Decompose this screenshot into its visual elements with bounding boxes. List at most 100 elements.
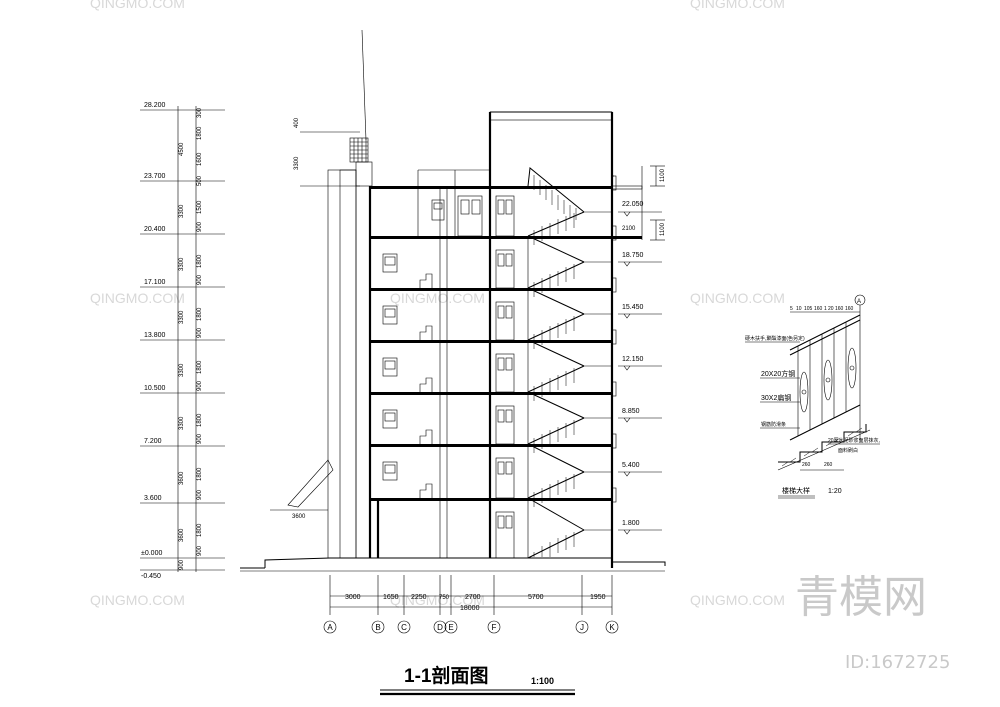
axis-label: C	[401, 623, 407, 632]
detail-note: 30X2扁钢	[761, 393, 791, 402]
detail-dim: 160	[845, 306, 854, 312]
detail-dim: 10	[796, 306, 802, 312]
dim-text: 4500	[179, 142, 185, 156]
dim-text: 900	[179, 559, 185, 570]
dim-text: 1600	[197, 152, 203, 166]
dim-text: 1950	[590, 594, 606, 601]
elevation-label: 28.200	[144, 102, 166, 109]
drawing-title: 1-1剖面图 1:100	[380, 664, 575, 696]
elevation-label: -0.450	[141, 573, 161, 580]
dim-text: 3300	[179, 204, 185, 218]
dim-text: 2700	[465, 594, 481, 601]
watermark-text: QINGMO.COM	[690, 592, 785, 608]
dim-text: 900	[197, 274, 203, 285]
dim-text: 750	[439, 595, 450, 601]
right-elevations: 1100 1100 2100 22.050 18.750 15.450 12.1…	[611, 165, 666, 535]
detail-note: 硬木扶手,聚酯漆面(色另定)	[745, 335, 805, 342]
elevation-label: 3.600	[144, 495, 162, 502]
elevation-label: 20.400	[144, 226, 166, 233]
axis-label: B	[375, 623, 380, 632]
dim-text: 3300	[179, 363, 185, 377]
dim-text: 500	[197, 175, 203, 186]
building-section: 3600 400 3300	[240, 29, 666, 634]
dim-text: 2250	[411, 594, 427, 601]
detail-note: 20厚水泥砂浆面层抹灰,	[828, 437, 880, 444]
detail-dim: 160	[835, 306, 844, 312]
dim-text: 5700	[528, 594, 544, 601]
watermark-text: QINGMO.COM	[690, 290, 785, 306]
elevation-label: 1.800	[622, 520, 640, 527]
detail-axis-label: A	[857, 299, 861, 305]
elevation-label: 15.450	[622, 304, 644, 311]
title-scale: 1:100	[531, 676, 554, 686]
elevation-label: ±0.000	[141, 550, 162, 557]
detail-dim: 260	[802, 462, 811, 468]
dim-text: 3600	[179, 471, 185, 485]
elevation-label: 12.150	[622, 356, 644, 363]
left-elevation-chain: 28.200 23.700 20.400 17.100 13.800 10.50…	[140, 102, 225, 580]
detail-dim: 105	[804, 306, 813, 312]
detail-note: 20X20方钢	[761, 369, 795, 378]
ground-dim: 3600	[292, 514, 306, 520]
staircase	[527, 167, 612, 559]
detail-title: 楼梯大样	[782, 486, 810, 495]
axis-label: D	[437, 623, 443, 632]
watermark-text: QINGMO.COM	[90, 592, 185, 608]
dim-text: 3300	[179, 416, 185, 430]
detail-dim: 20	[828, 306, 834, 312]
axis-label: K	[609, 623, 615, 632]
elevation-label: 23.700	[144, 173, 166, 180]
detail-dim: 160	[814, 306, 823, 312]
dim-text: 3000	[345, 594, 361, 601]
dim-text: 1800	[197, 254, 203, 268]
dim-text: 900	[197, 221, 203, 232]
elevation-label: 5.400	[622, 462, 640, 469]
axis-label: F	[492, 623, 497, 632]
dim-text: 400	[294, 117, 300, 128]
axis-label: J	[580, 623, 584, 632]
dim-text: 1800	[197, 307, 203, 321]
axis-label: E	[448, 623, 453, 632]
elevation-label: 8.850	[622, 408, 640, 415]
elevation-label: 17.100	[144, 279, 166, 286]
watermark-text: QINGMO.COM	[390, 290, 485, 306]
watermark-text: QINGMO.COM	[90, 0, 185, 11]
watermark-logo: 青模网	[795, 572, 927, 623]
total-dim: 18000	[460, 605, 480, 612]
title-main: 1-1剖面图	[404, 664, 488, 687]
dim-text: 1100	[660, 222, 666, 236]
dim-text: 300	[197, 107, 203, 118]
watermark-text: QINGMO.COM	[690, 0, 785, 11]
detail-dim: 260	[824, 462, 833, 468]
detail-dim: 5	[790, 306, 793, 312]
elevation-label: 22.050	[622, 201, 644, 208]
dim-text: 1100	[660, 168, 666, 182]
dim-text: 1800	[197, 467, 203, 481]
dim-text: 900	[197, 433, 203, 444]
dim-text: 900	[197, 545, 203, 556]
watermark-id: ID:1672725	[845, 652, 950, 673]
dim-text: 1800	[197, 126, 203, 140]
door-elements	[431, 195, 515, 237]
dim-text: 1650	[383, 594, 399, 601]
dim-text: 3300	[179, 257, 185, 271]
elevation-label: 10.500	[144, 385, 166, 392]
elevation-label: 13.800	[144, 332, 166, 339]
watermark-layer: QINGMO.COM QINGMO.COM QINGMO.COM QINGMO.…	[90, 0, 950, 673]
watermark-text: QINGMO.COM	[90, 290, 185, 306]
dim-text: 1800	[197, 413, 203, 427]
dim-text: 900	[197, 489, 203, 500]
detail-scale: 1:20	[828, 488, 842, 495]
elevation-label: 7.200	[144, 438, 162, 445]
dim-text: 1500	[197, 200, 203, 214]
dim-text: 3300	[294, 156, 300, 170]
dim-text: 1800	[197, 360, 203, 374]
detail-note: 钢筋防滑条	[761, 421, 786, 428]
dim-text: 1800	[197, 523, 203, 537]
typical-floors	[382, 249, 515, 559]
floor-slabs	[370, 186, 612, 501]
dim-text: 900	[197, 327, 203, 338]
elevation-label: 18.750	[622, 252, 644, 259]
detail-note: 面料刷白	[838, 447, 858, 454]
